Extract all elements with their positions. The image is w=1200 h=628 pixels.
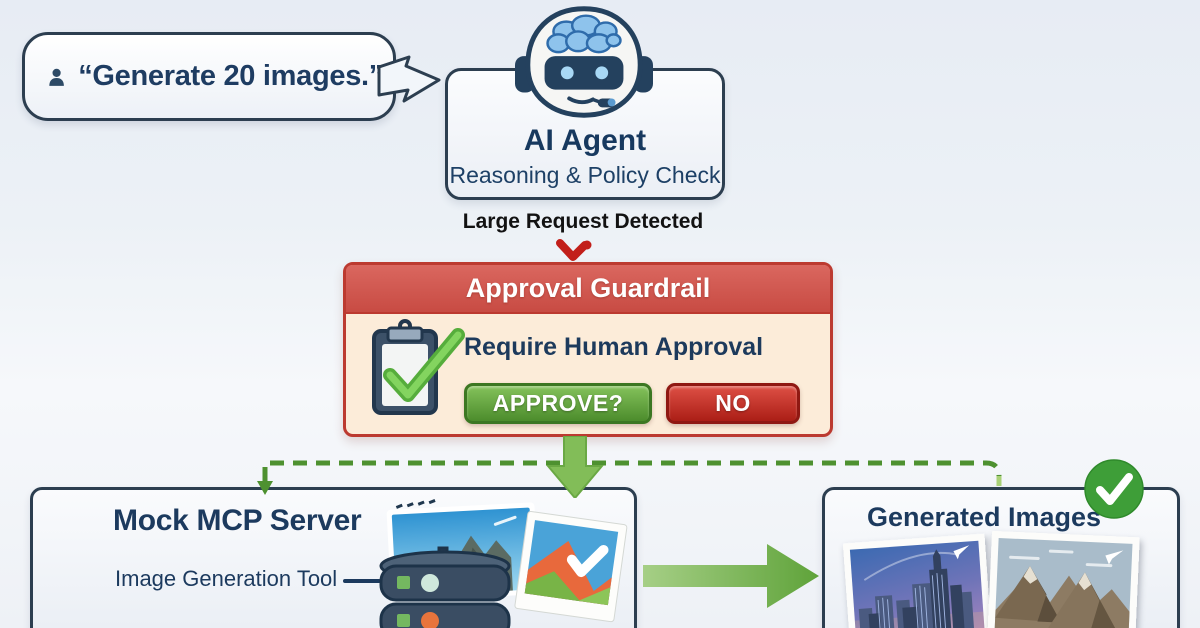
city-photo-icon xyxy=(842,533,994,628)
generated-images-box: Generated Images xyxy=(822,459,1180,628)
approved-photo-icon xyxy=(514,510,628,623)
user-speech-bubble: “Generate 20 images.” xyxy=(22,32,396,121)
guardrail-title: Approval Guardrail xyxy=(465,273,711,303)
brain-icon xyxy=(546,14,622,54)
image-tool-label: Image Generation Tool xyxy=(115,566,338,591)
user-icon xyxy=(49,68,64,86)
paper-plane-icon xyxy=(953,545,970,560)
success-badge-icon xyxy=(1084,459,1144,519)
dashed-bypass-line xyxy=(257,460,1002,495)
alert-arrow-icon xyxy=(556,239,592,261)
mountain-photo-icon xyxy=(986,530,1140,628)
mcp-server-box: Mock MCP Server Image Generation Tool xyxy=(30,487,637,628)
speech-arrow-icon xyxy=(377,55,441,103)
clipboard-check-icon xyxy=(372,319,465,415)
server-illustration-icon xyxy=(379,499,628,628)
tool-pointer-line xyxy=(343,579,381,583)
robot-icon xyxy=(515,6,653,118)
flow-arrow-down xyxy=(546,436,604,498)
approval-guardrail-box: Approval Guardrail Require Human Approva… xyxy=(343,262,833,437)
ai-agent-subtitle: Reasoning & Policy Check xyxy=(449,162,721,188)
server-stack-icon xyxy=(379,546,511,628)
ai-agent-title: AI Agent xyxy=(523,124,647,157)
alert-status-text: Large Request Detected xyxy=(462,210,704,233)
flow-arrow-right xyxy=(643,544,819,608)
guardrail-instruction: Require Human Approval xyxy=(464,333,764,361)
deny-button[interactable]: NO xyxy=(666,383,800,424)
guardrail-header: Approval Guardrail xyxy=(346,265,830,314)
mcp-server-title: Mock MCP Server xyxy=(113,504,362,537)
user-request-text: “Generate 20 images.” xyxy=(78,60,383,92)
approve-button[interactable]: APPROVE? xyxy=(464,383,652,424)
generated-images-title: Generated Images xyxy=(866,502,1102,532)
paper-plane-icon xyxy=(1105,550,1124,565)
